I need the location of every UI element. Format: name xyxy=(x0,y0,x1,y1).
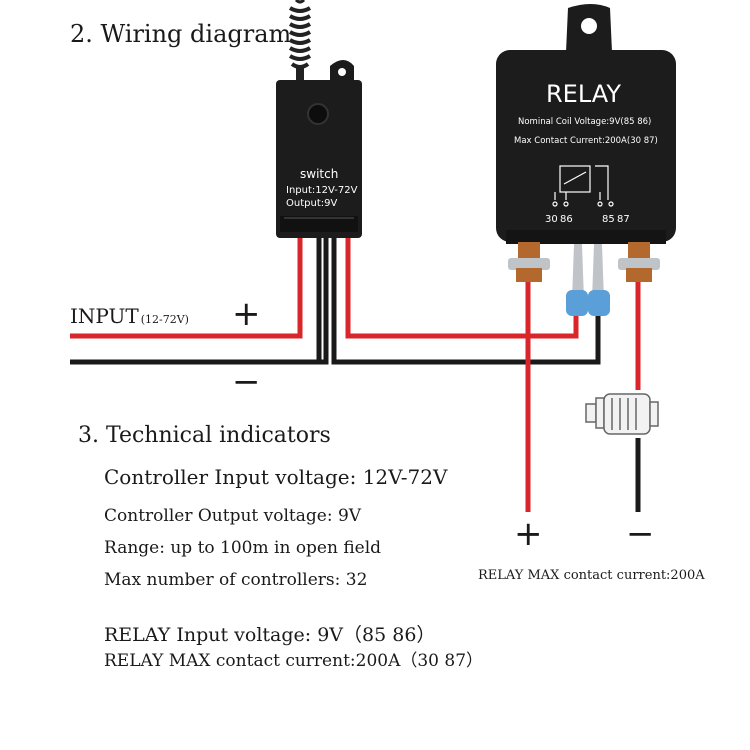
relay-contact-line: Max Contact Current:200A(30 87) xyxy=(514,136,658,146)
antenna-cable xyxy=(288,0,312,80)
output-plus-sign: + xyxy=(514,514,543,554)
relay-coil-line: Nominal Coil Voltage:9V(85 86) xyxy=(518,117,651,127)
switch-led-icon xyxy=(307,103,329,125)
input-minus-sign: − xyxy=(232,362,261,402)
relay-stud-left xyxy=(508,242,550,282)
spec-max-controllers: Max number of controllers: 32 xyxy=(104,570,368,590)
spec-relay-input: RELAY Input voltage: 9V（85 86） xyxy=(104,624,436,646)
input-positive-wire xyxy=(70,238,303,339)
output-minus-sign: − xyxy=(626,514,655,554)
spade-terminals xyxy=(566,244,610,316)
input-negative-wire xyxy=(70,238,329,365)
relay-terminal-87: 87 xyxy=(617,214,630,225)
input-range: (12-72V) xyxy=(140,313,189,326)
relay-terminal-86: 86 xyxy=(560,214,573,225)
relay-body xyxy=(496,50,676,242)
relay-max-caption: RELAY MAX contact current:200A xyxy=(478,568,705,583)
switch-module: switch Input:12V-72V Output:9V xyxy=(276,60,362,238)
switch-title: switch xyxy=(300,167,338,181)
relay-title: RELAY xyxy=(546,80,621,108)
spec-controller-input: Controller Input voltage: 12V-72V xyxy=(104,465,448,489)
spec-range: Range: up to 100m in open field xyxy=(104,538,382,558)
relay-terminal-85: 85 xyxy=(602,214,615,225)
input-plus-sign: + xyxy=(232,294,261,334)
relay-module: RELAY Nominal Coil Voltage:9V(85 86) Max… xyxy=(496,4,676,244)
relay-stud-right xyxy=(618,242,660,282)
input-label-text: INPUT xyxy=(70,304,139,328)
coil-ground-wire xyxy=(331,238,601,365)
relay-terminal-30: 30 xyxy=(545,214,558,225)
spec-controller-output: Controller Output voltage: 9V xyxy=(104,506,362,526)
motor-icon xyxy=(585,393,659,435)
tech-title: 3. Technical indicators xyxy=(78,423,331,448)
spec-relay-max-current: RELAY MAX contact current:200A（30 87） xyxy=(104,651,484,671)
input-label: INPUT(12-72V) xyxy=(70,304,189,328)
wires xyxy=(70,238,641,512)
switch-output-wire xyxy=(345,238,579,339)
section-title: 2. Wiring diagram xyxy=(70,20,292,48)
switch-body xyxy=(276,80,362,238)
switch-output-line: Output:9V xyxy=(286,198,337,209)
coil-symbol-icon xyxy=(552,165,614,207)
switch-input-line: Input:12V-72V xyxy=(286,185,358,196)
